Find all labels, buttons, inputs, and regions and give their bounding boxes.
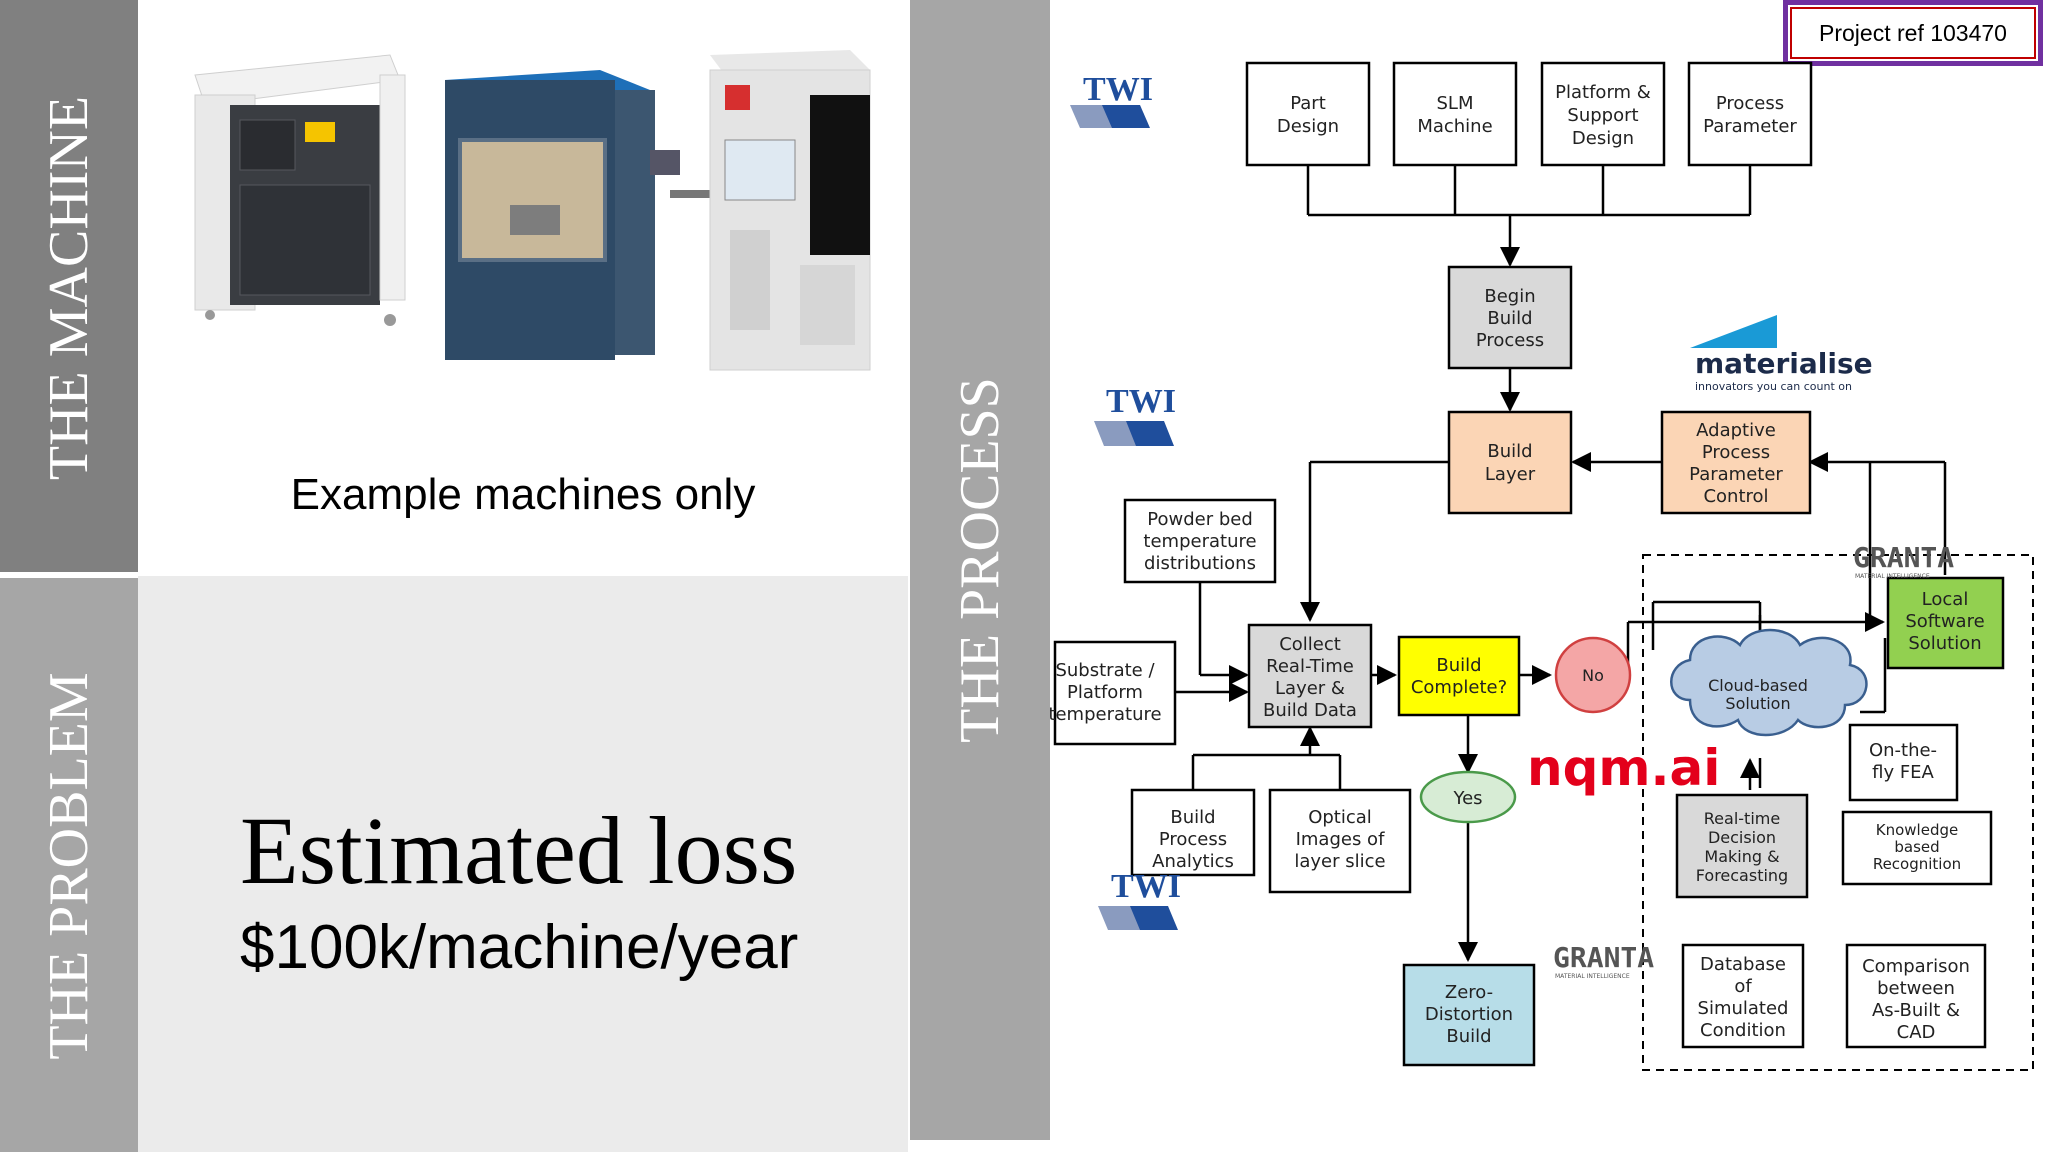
svg-text:nqm.ai: nqm.ai [1527,739,1720,797]
section-divider [0,572,138,578]
problem-panel [138,576,908,1152]
process-section-band: THE PROCESS [910,0,1050,1140]
section-label-process: THE PROCESS [949,377,1011,743]
svg-text:GRANTA: GRANTA [1853,541,1954,574]
svg-text:Yes: Yes [1452,788,1482,809]
svg-text:TWI: TWI [1111,868,1181,905]
twi-logo-1: TWI [1070,71,1153,128]
svg-text:GRANTA: GRANTA [1553,941,1654,974]
svg-text:MATERIAL INTELLIGENCE: MATERIAL INTELLIGENCE [1555,973,1630,980]
svg-text:innovators you can count on: innovators you can count on [1695,380,1852,393]
svg-text:materialise: materialise [1695,347,1873,380]
machine-caption: Example machines only [290,470,756,519]
machine-1-image [194,54,406,326]
flow-connectors [1175,165,1947,962]
machine-3-image [709,50,871,371]
svg-text:TWI: TWI [1083,71,1153,108]
twi-logo-2: TWI [1094,383,1176,446]
example-machines-illustration [194,50,871,371]
section-label-problem: THE PROBLEM [38,672,100,1060]
nqm-logo: nqm.ai [1527,739,1720,797]
project-ref-text: Project ref 103470 [1819,19,2007,46]
yes-ellipse: Yes [1419,770,1517,824]
no-circle: No [1554,636,1632,714]
granta-logo-1: GRANTA MATERIAL INTELLIGENCE [1853,541,1954,580]
svg-text:TWI: TWI [1106,383,1176,420]
svg-text:No: No [1582,666,1604,685]
machine-section-band: THE MACHINE [0,0,138,576]
project-ref-box: Project ref 103470 [1783,0,2043,66]
problem-section-band: THE PROBLEM [0,576,138,1152]
section-label-machine: THE MACHINE [38,95,100,481]
granta-logo-2: GRANTA MATERIAL INTELLIGENCE [1553,941,1654,980]
svg-text:On-the-fly FEA: On-the-fly FEA [1869,740,1937,783]
svg-text:MATERIAL INTELLIGENCE: MATERIAL INTELLIGENCE [1855,573,1930,580]
twi-logo-3: TWI [1098,868,1181,930]
materialise-logo: materialise innovators you can count on [1690,315,1873,393]
estimated-loss-value: $100k/machine/year [240,913,799,982]
software-region-dashed [1642,554,2034,1071]
on-the-fly-fea-box: On-the-fly FEA [1848,723,1959,802]
estimated-loss-title: Estimated loss [240,797,798,904]
machine-2-image [445,70,710,360]
